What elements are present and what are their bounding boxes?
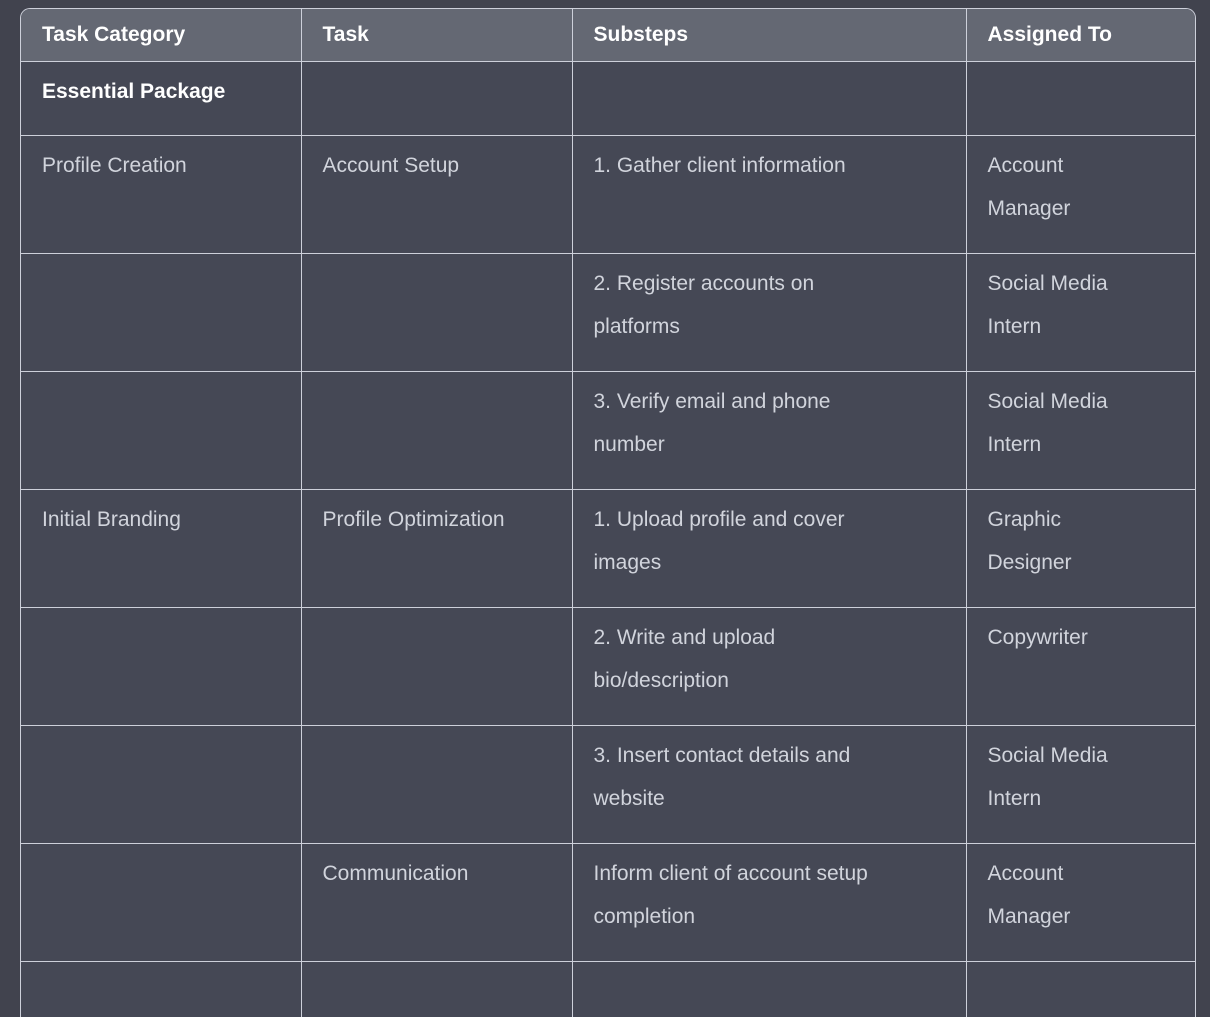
cell-substeps: 1. Upload profile and cover images: [572, 490, 966, 608]
cell-category: [21, 962, 301, 1017]
cell-category: [21, 372, 301, 490]
cell-task: Account Setup: [301, 136, 572, 254]
cell-substeps: Inform client of account setup completio…: [572, 844, 966, 962]
section-row-essential-package: Essential Package: [21, 62, 1195, 136]
cell-assigned-to: Account Manager: [966, 136, 1195, 254]
cell-assigned-to: Account Manager: [966, 844, 1195, 962]
header-row: Task Category Task Substeps Assigned To: [21, 9, 1195, 62]
section-label: Essential Package: [21, 62, 301, 136]
cell-assigned-to: Social Media Intern: [966, 726, 1195, 844]
section-empty-cell: [966, 62, 1195, 136]
task-table: Task Category Task Substeps Assigned To …: [21, 9, 1195, 1017]
cell-substeps: [572, 962, 966, 1017]
cell-assigned-to: Social Media Intern: [966, 372, 1195, 490]
cell-assigned-to: Social Media Intern: [966, 254, 1195, 372]
column-header-task-category: Task Category: [21, 9, 301, 62]
section-empty-cell: [301, 62, 572, 136]
cell-category: [21, 608, 301, 726]
cell-assigned-to: Graphic Designer: [966, 490, 1195, 608]
task-table-container: Task Category Task Substeps Assigned To …: [20, 8, 1196, 1017]
cell-substeps: 2. Register accounts on platforms: [572, 254, 966, 372]
cell-assigned-to: Copywriter: [966, 608, 1195, 726]
column-header-substeps: Substeps: [572, 9, 966, 62]
cell-substeps: 1. Gather client information: [572, 136, 966, 254]
cell-task: [301, 608, 572, 726]
cell-task: [301, 254, 572, 372]
cell-assigned-to: [966, 962, 1195, 1017]
cell-substeps: 3. Insert contact details and website: [572, 726, 966, 844]
column-header-task: Task: [301, 9, 572, 62]
cell-task: Profile Optimization: [301, 490, 572, 608]
cell-category: [21, 726, 301, 844]
column-header-assigned-to: Assigned To: [966, 9, 1195, 62]
cell-task: [301, 372, 572, 490]
table-header: Task Category Task Substeps Assigned To: [21, 9, 1195, 62]
cell-task: [301, 962, 572, 1017]
cell-category: Initial Branding: [21, 490, 301, 608]
cell-task: [301, 726, 572, 844]
cell-category: Profile Creation: [21, 136, 301, 254]
cell-substeps: 2. Write and upload bio/description: [572, 608, 966, 726]
section-empty-cell: [572, 62, 966, 136]
cell-substeps: 3. Verify email and phone number: [572, 372, 966, 490]
cell-category: [21, 254, 301, 372]
cell-category: [21, 844, 301, 962]
cell-task: Communication: [301, 844, 572, 962]
table-row: [21, 962, 1195, 1017]
